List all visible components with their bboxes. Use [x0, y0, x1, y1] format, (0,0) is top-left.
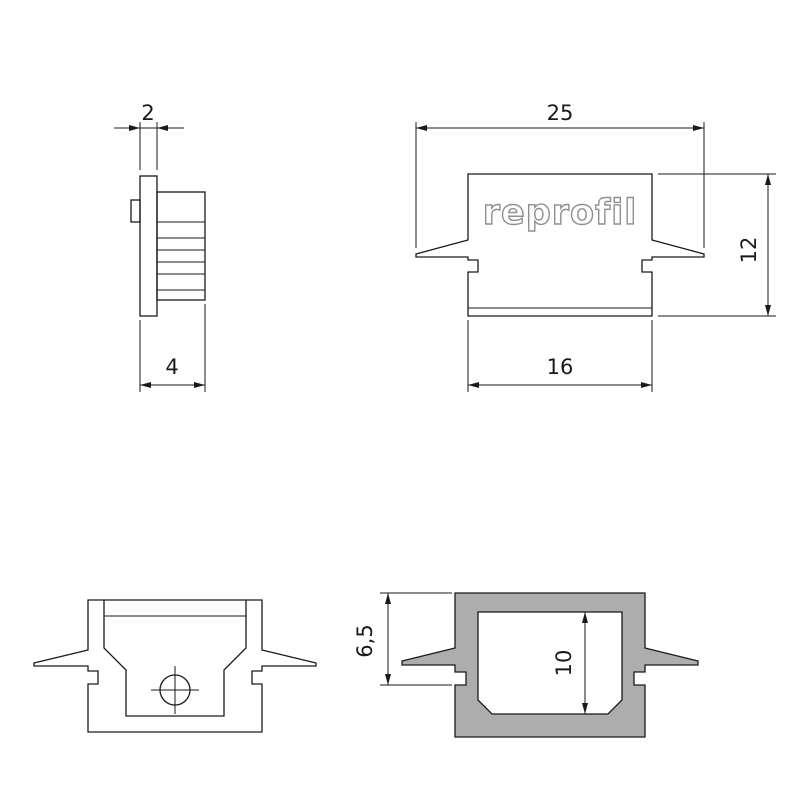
brand-logo: reprofil — [483, 193, 638, 233]
dimension-extension-lines — [139, 122, 158, 170]
holder-inner-channel — [103, 600, 247, 717]
side-view: 2 4 — [114, 101, 206, 392]
dimension-extension-lines — [658, 173, 776, 317]
front-view: reprofil 25 12 16 — [415, 101, 776, 392]
side-view-insert-body — [156, 191, 206, 301]
dimension-body-width: 16 — [467, 320, 653, 392]
dimension-value: 6,5 — [353, 624, 377, 657]
dimension-value: 4 — [165, 355, 178, 379]
dimension-height: 12 — [658, 173, 776, 317]
side-view-left-tab — [130, 199, 141, 223]
section-view: 6,5 10 — [353, 592, 699, 738]
dimension-total-width: 25 — [415, 101, 705, 248]
profile-section-solid — [401, 592, 699, 738]
holder-outline — [33, 599, 317, 733]
dimension-value: 25 — [547, 101, 574, 125]
holder-front-view — [33, 599, 317, 733]
dimension-extension-lines — [415, 122, 705, 248]
dimension-inner-height: 10 — [552, 612, 588, 714]
dimension-extension-lines — [380, 592, 452, 686]
dimension-value: 12 — [737, 237, 761, 264]
screw-hole-crosshair — [151, 666, 199, 714]
dimension-flange-height: 6,5 — [353, 592, 452, 686]
dimension-extension-lines — [467, 320, 653, 392]
dimension-value: 10 — [552, 650, 576, 677]
dimension-value: 16 — [547, 355, 574, 379]
dimension-side-width: 2 — [114, 101, 184, 170]
dimension-extension-lines — [139, 304, 206, 392]
end-cap-outline — [415, 173, 705, 317]
side-view-detail-lines — [157, 221, 205, 291]
dimension-side-depth: 4 — [139, 304, 206, 392]
side-view-flange — [139, 175, 158, 317]
dimension-value: 2 — [141, 101, 154, 125]
